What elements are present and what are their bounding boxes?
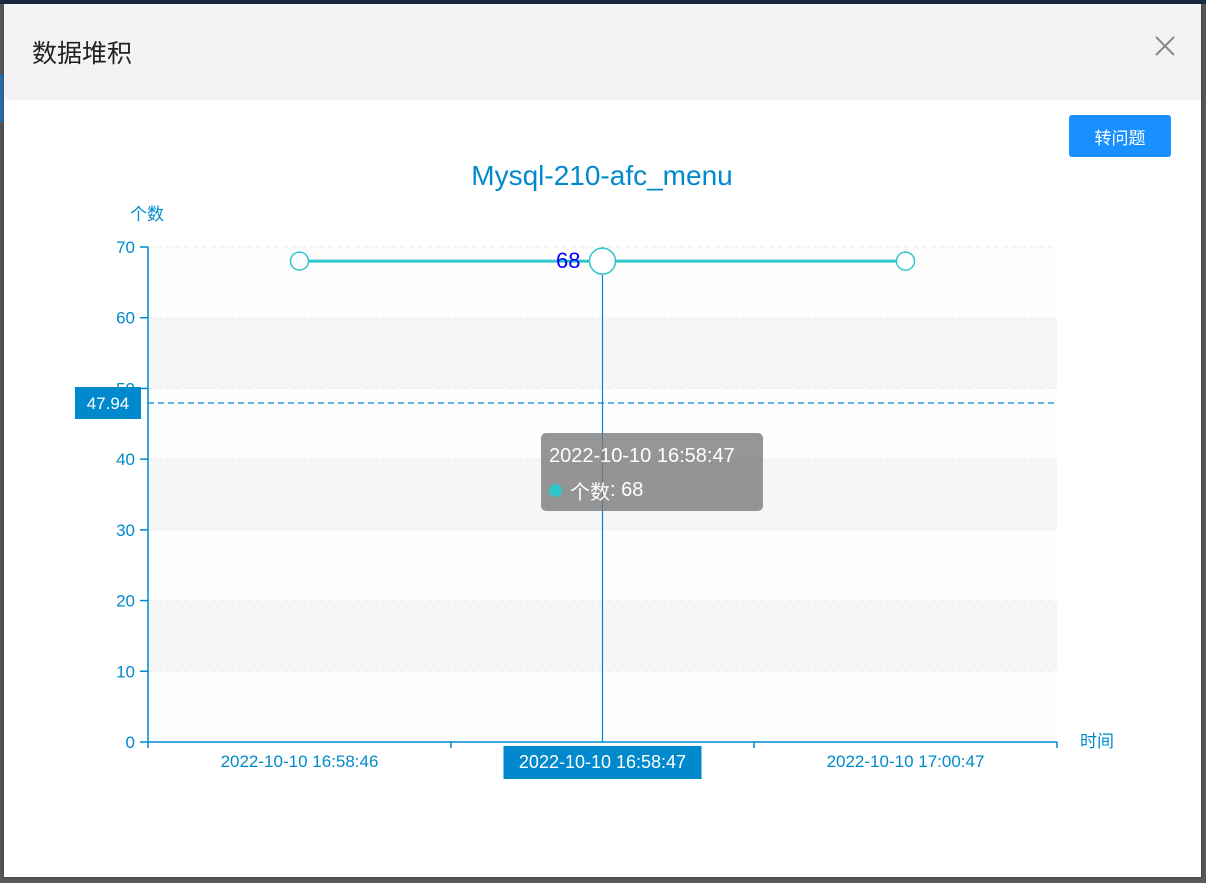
series-dot-icon [549, 484, 562, 497]
y-tick-label: 10 [116, 662, 135, 681]
data-point [895, 251, 916, 271]
x-axis-label: 时间 [1080, 732, 1114, 752]
close-icon [1155, 36, 1175, 56]
y-tick-label: 60 [116, 309, 135, 328]
y-tick-label: 0 [126, 733, 135, 752]
x-pointer-label: 2022-10-10 16:58:47 [519, 752, 686, 772]
y-tick-label: 40 [116, 450, 135, 469]
x-pointer-badge [503, 746, 702, 779]
tooltip-separator: : [610, 479, 622, 501]
y-tick-label: 20 [116, 592, 135, 611]
data-point [588, 247, 617, 275]
convert-to-issue-button[interactable]: 转问题 [1069, 115, 1171, 157]
y-tick-label: 30 [116, 521, 135, 540]
close-button[interactable] [1151, 32, 1179, 60]
tooltip-time: 2022-10-10 16:58:47 [549, 445, 735, 467]
y-pointer-badge [75, 386, 141, 419]
chart-title: Mysql-210-afc_menu [471, 160, 732, 191]
tooltip-series-name: 个数 [570, 482, 610, 504]
background-strip [0, 74, 4, 122]
x-tick-label: 2022-10-10 17:00:47 [827, 752, 985, 771]
background-topbar [0, 0, 1206, 4]
x-tick-label: 2022-10-10 16:58:46 [221, 752, 379, 771]
tooltip-row: 个数: 68 [549, 476, 643, 505]
modal-header: 数据堆积 [4, 4, 1201, 100]
tooltip-value: 68 [621, 479, 644, 501]
y-tick-label: 70 [116, 238, 135, 257]
y-axis-label: 个数 [130, 205, 164, 225]
data-point [289, 251, 310, 271]
chart-tooltip: 2022-10-10 16:58:47 个数: 68 [541, 433, 763, 511]
modal-title: 数据堆积 [32, 39, 133, 68]
y-pointer-label: 47.94 [87, 394, 130, 413]
data-value-label: 68 [556, 248, 580, 273]
